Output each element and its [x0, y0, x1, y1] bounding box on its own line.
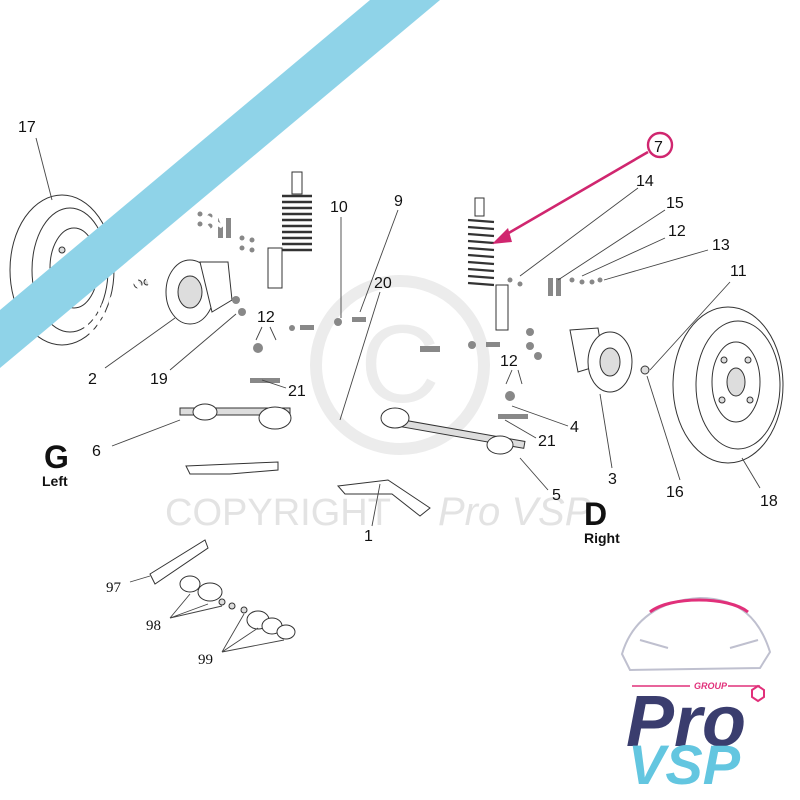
leader-3: [599, 393, 613, 469]
callout-19: 19: [150, 371, 168, 388]
callout-12-left: 12: [257, 309, 275, 326]
control-arm-right: [336, 479, 431, 517]
leader-2: [104, 317, 176, 369]
leader-6: [111, 419, 181, 447]
repair-kit-inset: 97 98 99: [106, 539, 296, 668]
callout-12-right: 12: [500, 353, 518, 370]
callout-13: 13: [712, 237, 730, 254]
logo-car-roof: [649, 598, 749, 614]
leader-19: [169, 313, 237, 371]
copyright-watermark: C COPYRIGHT Pro VSP: [165, 275, 592, 534]
leader-9: [359, 209, 399, 313]
watermark-copyright-text: COPYRIGHT: [165, 492, 391, 534]
logo-car-lights: [639, 639, 759, 649]
highlight-circle: [646, 131, 674, 159]
callout-1: 1: [364, 528, 373, 545]
driveshaft-right: [380, 407, 526, 455]
logo-pro-text: Pro: [626, 682, 746, 762]
highlight-arrowhead: [492, 228, 512, 244]
leader-97: [129, 575, 151, 583]
tyre-right: [672, 306, 784, 464]
callout-7: 7: [654, 139, 663, 156]
leader-21b: [504, 419, 537, 439]
callout-11: 11: [730, 263, 747, 280]
callout-3: 3: [608, 471, 617, 488]
control-arm-left: [185, 461, 279, 475]
fasteners-left: [197, 211, 366, 383]
leader-99: [221, 613, 285, 653]
callout-10: 10: [330, 199, 348, 216]
callout-4: 4: [570, 419, 579, 436]
leader-4: [511, 405, 569, 427]
leader-12a: [255, 326, 277, 341]
callout-2: 2: [88, 371, 97, 388]
callout-15: 15: [666, 195, 684, 212]
fasteners-right: [420, 277, 603, 419]
callout-6: 6: [92, 443, 101, 460]
logo-vsp-text: VSP: [628, 733, 741, 796]
leader-15: [557, 209, 666, 281]
leader-12c: [581, 237, 666, 277]
shock-absorber-left: [267, 171, 312, 289]
banner-strip: [0, 0, 440, 368]
side-right: D Right: [584, 496, 620, 546]
leader-13: [603, 249, 709, 281]
leader-16: [646, 375, 681, 481]
leader-20: [339, 291, 381, 421]
shock-absorber-right: [467, 197, 509, 331]
callout-17: 17: [18, 119, 36, 136]
logo-hex-icon: [751, 684, 765, 703]
callout-18: 18: [760, 493, 778, 510]
side-right-letter: D: [584, 496, 607, 532]
callout-14: 14: [636, 173, 654, 190]
side-left-word: Left: [42, 473, 68, 489]
svg-text:C: C: [360, 303, 439, 426]
callout-20: 20: [374, 275, 392, 292]
logo-group-text: GROUP: [694, 681, 728, 691]
callout-98: 98: [146, 618, 161, 634]
leader-12b: [505, 369, 523, 385]
watermark-brand-text: Pro VSP: [438, 490, 592, 534]
callout-12-right-top: 12: [668, 223, 686, 240]
side-right-word: Right: [584, 530, 620, 546]
leader-17: [35, 137, 53, 201]
hub-disc-right: [569, 327, 650, 393]
callout-21-left: 21: [288, 383, 306, 400]
logo-car-body: [620, 596, 772, 672]
leader-98: [169, 593, 223, 619]
leader-1: [371, 483, 381, 527]
callout-5: 5: [552, 487, 561, 504]
hub-disc-left: [133, 259, 233, 325]
leader-14: [519, 187, 639, 277]
callout-numbers: 17 2 19 10 9 20 12 21 6 1 7 14 15 12 13 …: [18, 119, 778, 545]
leader-11: [649, 281, 731, 371]
driveshaft-left: [179, 403, 292, 430]
side-left: G Left: [42, 439, 69, 489]
leader-5: [519, 457, 549, 491]
provsp-logo: GROUP Pro VSP: [620, 596, 772, 796]
leader-18: [741, 457, 761, 489]
highlight-arrow: [499, 150, 649, 240]
callout-97: 97: [106, 580, 122, 596]
callout-99: 99: [198, 652, 213, 668]
callout-9: 9: [394, 193, 403, 210]
callout-16: 16: [666, 484, 684, 501]
leader-21a: [261, 379, 287, 389]
callout-21-right: 21: [538, 433, 556, 450]
highlight-7: [492, 131, 674, 244]
side-left-letter: G: [44, 439, 69, 475]
